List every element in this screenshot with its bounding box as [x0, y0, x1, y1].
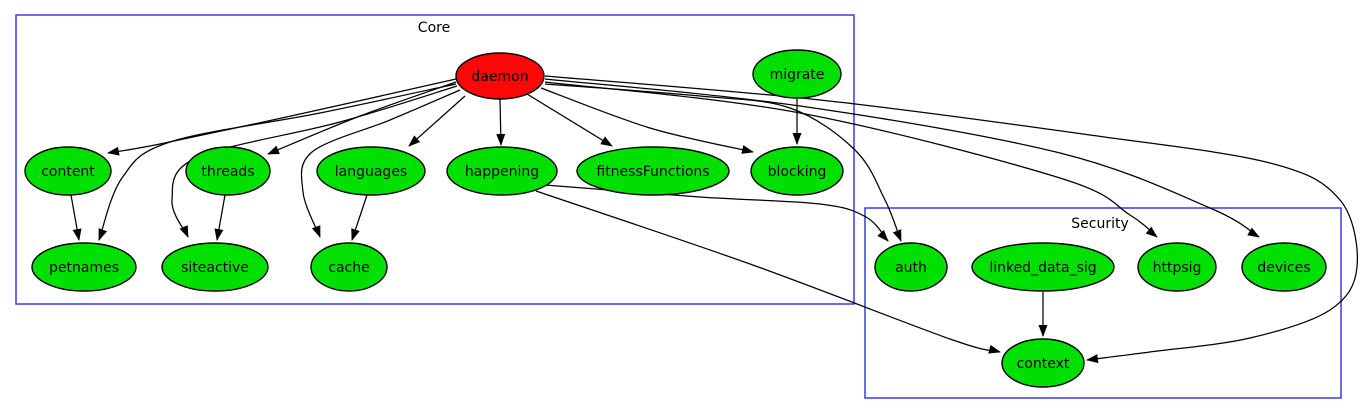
node-migrate: migrate: [752, 49, 842, 99]
node-context-label: context: [1017, 356, 1070, 372]
edge-daemon-to-devices: [544, 78, 1260, 238]
node-devices: devices: [1241, 242, 1327, 292]
node-linked_data_sig: linked_data_sig: [971, 242, 1115, 292]
cluster-security-label: Security: [1071, 216, 1129, 232]
node-languages: languages: [316, 146, 426, 196]
node-happening-label: happening: [465, 164, 539, 180]
node-blocking-shape: [750, 146, 844, 196]
node-languages-shape: [316, 146, 426, 196]
node-linked_data_sig-label: linked_data_sig: [989, 260, 1096, 276]
node-content-label: content: [41, 164, 95, 180]
node-daemon-label: daemon: [471, 69, 528, 85]
node-auth-label: auth: [895, 260, 927, 276]
node-petnames: petnames: [31, 242, 137, 292]
node-content: content: [24, 146, 112, 196]
edge-languages-to-cache: [351, 194, 368, 241]
edge-daemon-to-cache: [300, 89, 461, 238]
node-auth-shape: [874, 242, 948, 292]
node-migrate-label: migrate: [770, 67, 825, 83]
edge-daemon-to-auth: [544, 83, 902, 242]
cluster-core-label: Core: [418, 20, 450, 36]
node-blocking: blocking: [750, 146, 844, 196]
edge-daemon-to-content: [107, 78, 457, 156]
node-auth: auth: [874, 242, 948, 292]
node-siteactive-shape: [161, 242, 269, 292]
edge-daemon-to-fitnessFunctions: [526, 93, 613, 147]
cluster-core-border: [15, 14, 855, 305]
node-migrate-shape: [752, 49, 842, 99]
node-happening-shape: [446, 146, 558, 196]
node-cache-label: cache: [328, 260, 369, 276]
edge-happening-to-auth: [544, 184, 889, 242]
node-httpsig-label: httpsig: [1153, 260, 1202, 276]
node-blocking-label: blocking: [768, 164, 827, 180]
node-context-shape: [1001, 338, 1085, 388]
node-daemon: daemon: [455, 52, 545, 100]
node-cache-shape: [310, 242, 388, 292]
edge-daemon-to-context: [544, 75, 1358, 364]
edge-threads-to-siteactive: [214, 194, 226, 241]
node-daemon-shape: [455, 52, 545, 100]
node-siteactive-label: siteactive: [181, 260, 249, 276]
node-fitnessFunctions: fitnessFunctions: [576, 146, 730, 196]
edge-daemon-to-petnames: [98, 83, 457, 241]
edge-daemon-to-languages: [408, 95, 466, 147]
node-petnames-label: petnames: [49, 260, 119, 276]
node-content-shape: [24, 146, 112, 196]
node-context: context: [1001, 338, 1085, 388]
node-fitnessFunctions-shape: [576, 146, 730, 196]
node-happening: happening: [446, 146, 558, 196]
edge-daemon-to-happening: [496, 98, 506, 146]
node-threads: threads: [185, 146, 271, 196]
edge-happening-to-context: [535, 190, 1001, 354]
node-linked_data_sig-shape: [971, 242, 1115, 292]
node-threads-shape: [185, 146, 271, 196]
edge-daemon-to-httpsig: [544, 81, 1158, 238]
node-siteactive: siteactive: [161, 242, 269, 292]
node-httpsig: httpsig: [1137, 242, 1217, 292]
node-cache: cache: [310, 242, 388, 292]
node-petnames-shape: [31, 242, 137, 292]
node-httpsig-shape: [1137, 242, 1217, 292]
node-fitnessFunctions-label: fitnessFunctions: [596, 164, 709, 180]
edges-layer: [70, 75, 1358, 364]
nodes-layer: daemon migrate content threads languages happ…: [24, 49, 1327, 388]
cluster-security-border: [864, 207, 1342, 399]
node-threads-label: threads: [201, 164, 254, 180]
edge-content-to-petnames: [70, 194, 82, 241]
edge-daemon-to-blocking: [540, 87, 754, 154]
node-devices-label: devices: [1257, 260, 1310, 276]
node-languages-label: languages: [335, 164, 407, 180]
node-devices-shape: [1241, 242, 1327, 292]
